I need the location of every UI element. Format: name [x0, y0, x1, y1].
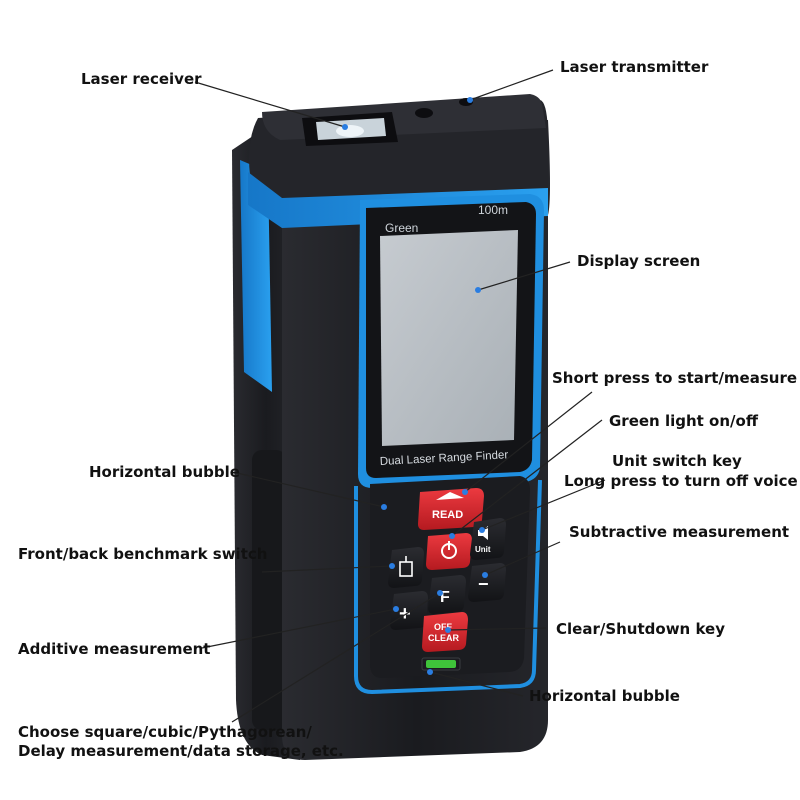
leader-benchmark — [261, 565, 393, 573]
bottom-bubble-fluid — [426, 660, 456, 668]
read-button-label: READ — [432, 509, 463, 521]
screen-label-green: Green — [385, 221, 418, 235]
leader-lines — [194, 69, 606, 723]
minus-button[interactable] — [468, 563, 506, 602]
leader-bubble-side — [236, 472, 385, 508]
plus-button[interactable] — [390, 591, 428, 630]
leader-laser-transmitter — [469, 69, 554, 101]
power-button[interactable] — [426, 533, 472, 570]
minus-icon: − — [478, 574, 489, 594]
dot-subtractive — [482, 572, 488, 578]
dot-clear-shutdown — [445, 627, 451, 633]
label-choose-function: Choose square/cubic/Pythagorean/ Delay m… — [18, 723, 344, 761]
unit-button-label: Unit — [475, 545, 491, 554]
dot-laser-receiver — [342, 124, 348, 130]
off-clear-button[interactable] — [422, 612, 468, 652]
function-button[interactable] — [428, 575, 466, 614]
label-choose-line2: Delay measurement/data storage, etc. — [18, 742, 344, 760]
leader-additive — [201, 608, 397, 649]
dot-display-screen — [475, 287, 481, 293]
leader-subtractive — [484, 541, 561, 576]
plus-icon: + — [399, 603, 411, 625]
speaker-icon — [478, 526, 488, 540]
label-horizontal-bubble-bottom: Horizontal bubble — [529, 687, 680, 705]
leader-laser-receiver — [194, 81, 346, 128]
function-icon: F — [440, 589, 450, 606]
device-side-grip — [252, 450, 286, 730]
leader-green-light — [451, 419, 603, 537]
dot-bubble-side — [381, 504, 387, 510]
device-side-blue-band — [240, 160, 272, 392]
benchmark-switch-button[interactable] — [388, 547, 424, 588]
label-unit-switch: Unit switch key — [612, 452, 742, 470]
laser-port-small — [415, 108, 433, 118]
label-horizontal-bubble-side: Horizontal bubble — [89, 463, 240, 481]
leader-choose-function — [231, 592, 441, 723]
label-subtractive: Subtractive measurement — [569, 523, 790, 541]
label-additive: Additive measurement — [18, 640, 211, 658]
dot-short-press — [462, 489, 468, 495]
leader-bubble-bottom — [429, 671, 524, 697]
dot-green-light — [449, 533, 455, 539]
leader-unit-switch — [481, 479, 606, 531]
display-screen — [380, 230, 518, 446]
read-arrow-icon — [436, 492, 464, 500]
label-laser-receiver: Laser receiver — [81, 70, 202, 88]
read-button[interactable] — [418, 488, 484, 530]
label-display-screen: Display screen — [577, 252, 701, 270]
label-green-light: Green light on/off — [609, 412, 758, 430]
off-clear-label-line1: OFF — [434, 622, 452, 632]
dot-bubble-bottom — [427, 669, 433, 675]
label-short-press: Short press to start/measure — [552, 369, 798, 387]
off-clear-label-line2: CLEAR — [428, 633, 459, 643]
dot-choose-function — [437, 590, 443, 596]
laser-receiver-lens-highlight — [336, 125, 364, 137]
dot-additive — [393, 606, 399, 612]
leader-short-press — [464, 391, 593, 493]
device-blue-outline — [354, 479, 542, 695]
label-laser-transmitter: Laser transmitter — [560, 58, 709, 76]
leader-display-screen — [477, 261, 571, 291]
dot-benchmark — [389, 563, 395, 569]
leader-clear-shutdown — [447, 627, 547, 631]
label-clear-shutdown: Clear/Shutdown key — [556, 620, 725, 638]
dot-laser-transmitter — [467, 97, 473, 103]
screen-label-range: 100m — [478, 203, 508, 217]
label-choose-line1: Choose square/cubic/Pythagorean/ — [18, 723, 312, 741]
label-benchmark-switch: Front/back benchmark switch — [18, 545, 268, 563]
dot-unit-switch — [479, 527, 485, 533]
pointer-dots — [342, 97, 488, 675]
label-long-press: Long press to turn off voice — [564, 472, 798, 490]
